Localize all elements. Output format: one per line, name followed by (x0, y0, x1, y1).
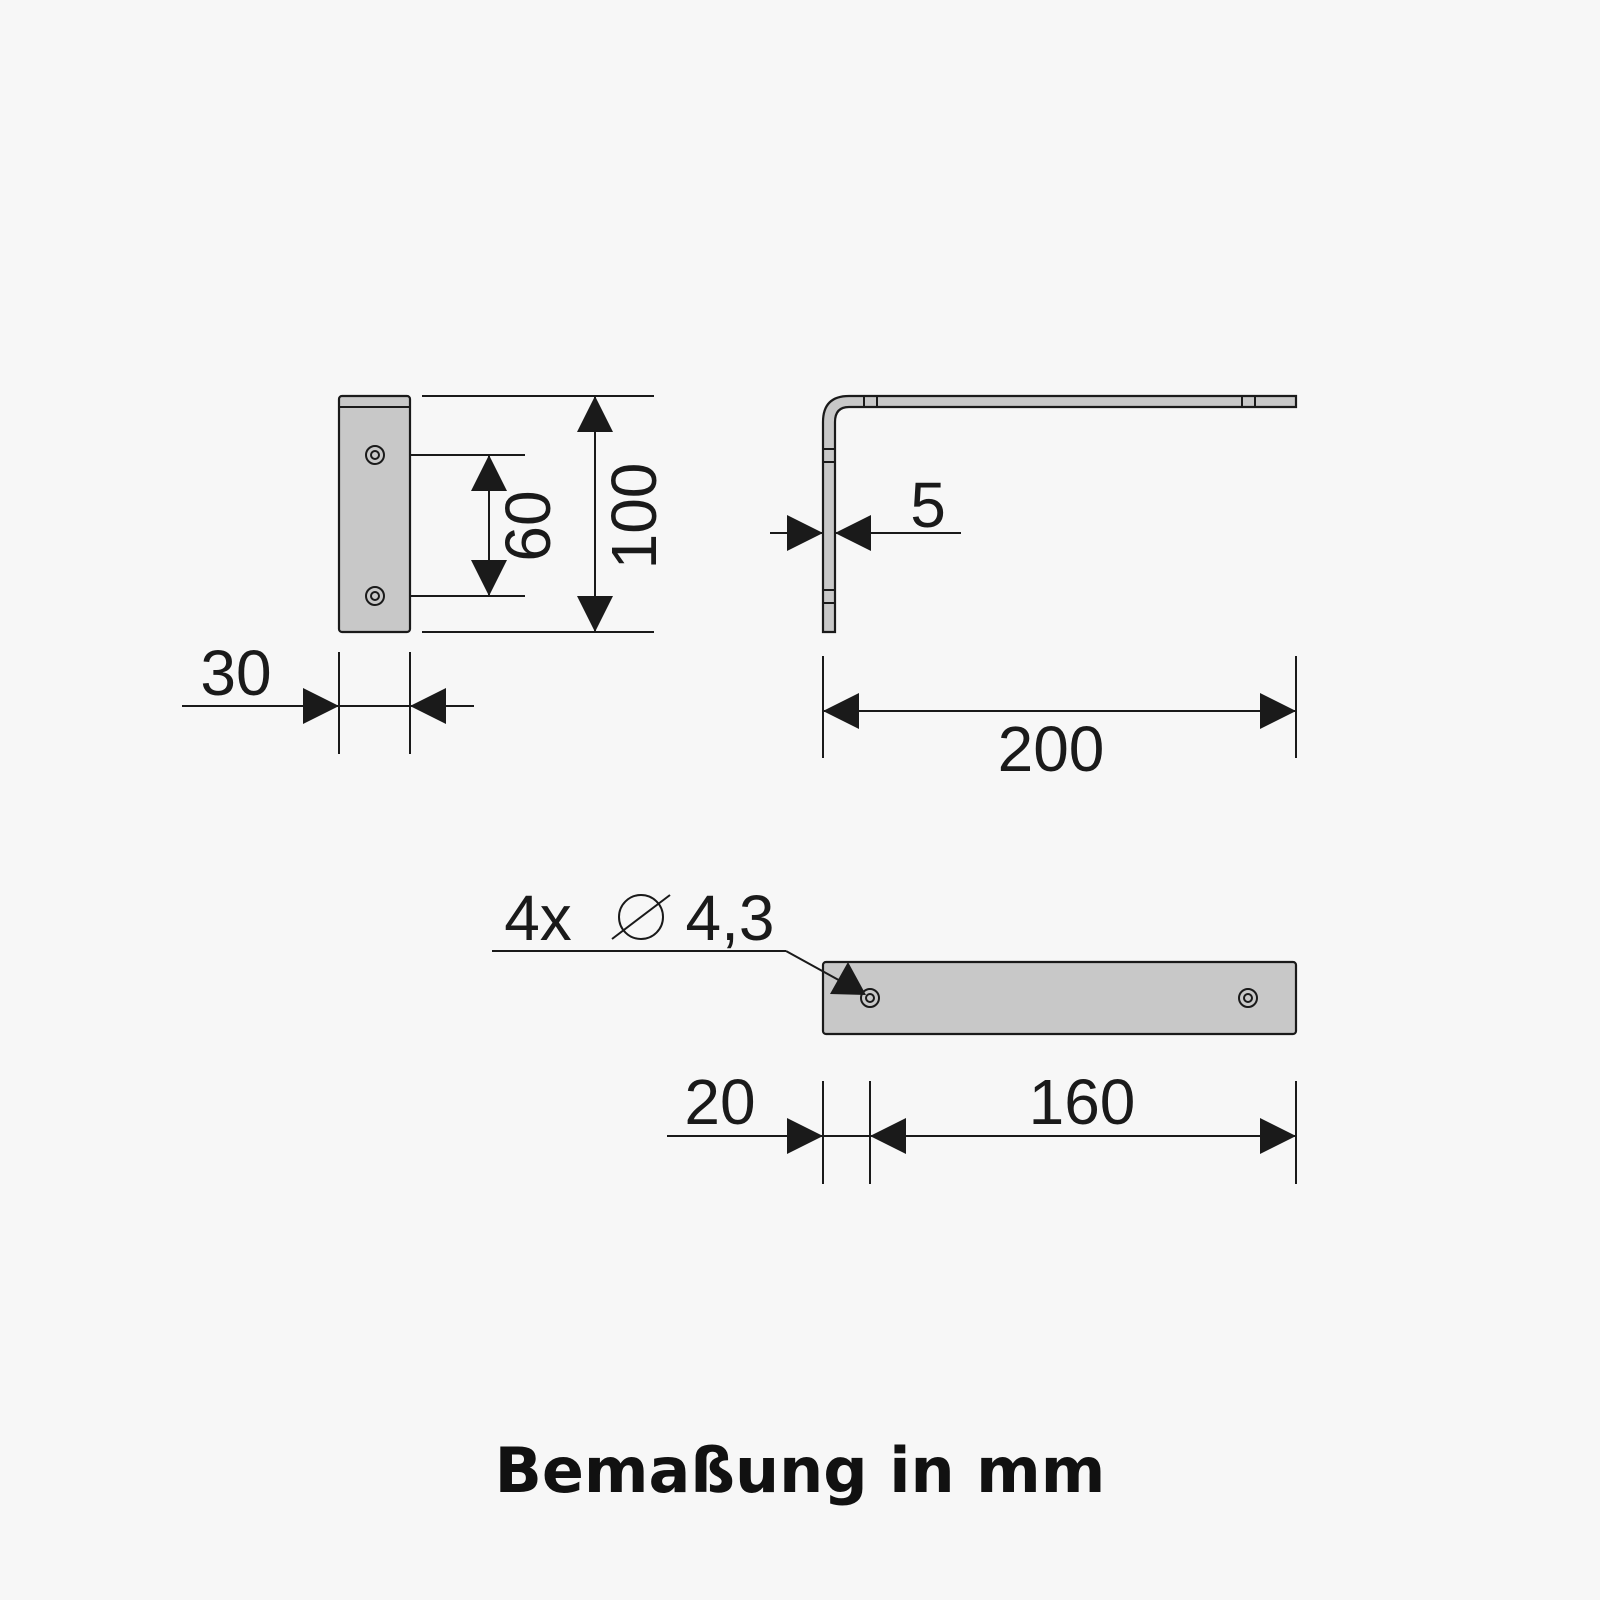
side-view-profile (821, 394, 1298, 634)
arrow-60-bottom (471, 560, 507, 596)
front-hole-bottom (365, 586, 385, 606)
arrow-5-left (787, 515, 823, 551)
arrow-100-bottom (577, 596, 613, 632)
arrow-200-right (1260, 693, 1296, 729)
arrow-5-right (835, 515, 871, 551)
diameter-symbol-icon (611, 894, 671, 940)
side-hole-marker-top-2 (1241, 396, 1256, 407)
label-length-200: 200 (998, 713, 1105, 785)
label-holes-count: 4x (504, 882, 572, 954)
arrow-160-left (870, 1118, 906, 1154)
label-holes-diameter: 4,3 (686, 882, 775, 954)
label-height-100: 100 (598, 463, 670, 570)
front-view-plate (337, 394, 412, 634)
arrow-160-right (1260, 1118, 1296, 1154)
arrow-100-top (577, 396, 613, 432)
top-view-plate (821, 960, 1298, 1036)
label-width-30: 30 (200, 637, 271, 709)
arrow-30-right (410, 688, 446, 724)
top-view: 4x 4,3 20 160 (492, 882, 1298, 1184)
label-thickness-5: 5 (910, 469, 946, 541)
label-spacing-60: 60 (492, 490, 564, 561)
side-hole-marker-top-1 (863, 396, 878, 407)
side-hole-marker-vert-2 (823, 589, 835, 604)
top-hole-right (1238, 988, 1258, 1008)
top-hole-left (860, 988, 880, 1008)
front-view: 100 60 30 (182, 394, 670, 754)
caption: Bemaßung in mm (495, 1434, 1106, 1507)
label-offset-20: 20 (684, 1066, 755, 1138)
label-spacing-160: 160 (1029, 1066, 1136, 1138)
hole-callout-arrow (830, 962, 866, 995)
arrow-30-left (303, 688, 339, 724)
arrow-200-left (823, 693, 859, 729)
side-hole-marker-vert-1 (823, 448, 835, 463)
front-hole-top (365, 445, 385, 465)
arrow-20-left (787, 1118, 823, 1154)
arrow-60-top (471, 455, 507, 491)
side-view: 5 200 (770, 394, 1298, 785)
